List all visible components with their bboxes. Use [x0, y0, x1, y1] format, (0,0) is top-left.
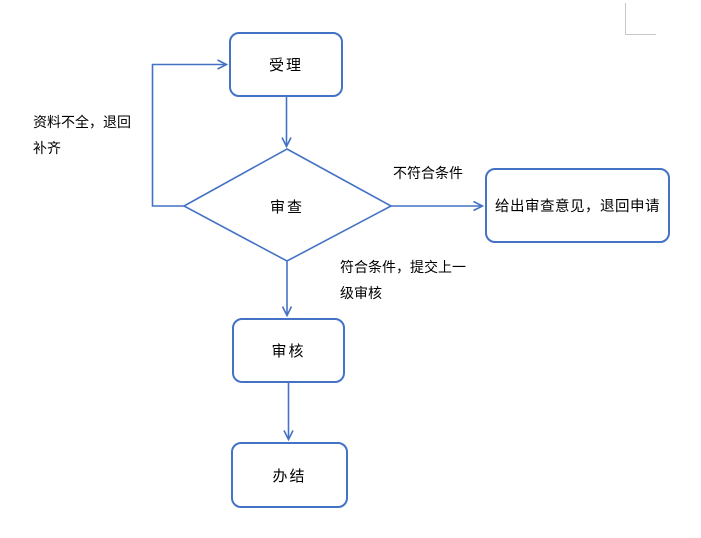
node-complete-label: 办结: [272, 466, 307, 485]
connector-review-loopback-to-accept: [151, 65, 227, 207]
edge-label-approve: 符合条件，提交上一 级审核: [340, 255, 466, 307]
edge-label-reject: 不符合条件: [393, 161, 463, 187]
node-complete: 办结: [231, 442, 348, 508]
node-opinion: 给出审查意见，退回申请: [485, 168, 670, 243]
edge-label-reject-text: 不符合条件: [393, 166, 463, 182]
node-audit: 审核: [232, 318, 345, 383]
edge-label-approve-line2: 级审核: [340, 286, 382, 302]
edge-label-incomplete: 资料不全，退回 补齐: [33, 110, 131, 162]
page-corner-mark-vertical: [625, 3, 626, 34]
edge-label-approve-line1: 符合条件，提交上一: [340, 260, 466, 276]
node-review-label: 审查: [269, 198, 304, 216]
node-review-label-wrap: 审查: [242, 196, 332, 217]
node-accept: 受理: [229, 32, 343, 97]
node-audit-label: 审核: [271, 342, 306, 360]
page-corner-mark-horizontal: [625, 34, 656, 35]
edge-label-incomplete-line2: 补齐: [33, 141, 61, 157]
edge-label-incomplete-line1: 资料不全，退回: [33, 115, 131, 131]
node-accept-label: 受理: [268, 56, 303, 74]
node-opinion-label: 给出审查意见，退回申请: [495, 199, 660, 215]
